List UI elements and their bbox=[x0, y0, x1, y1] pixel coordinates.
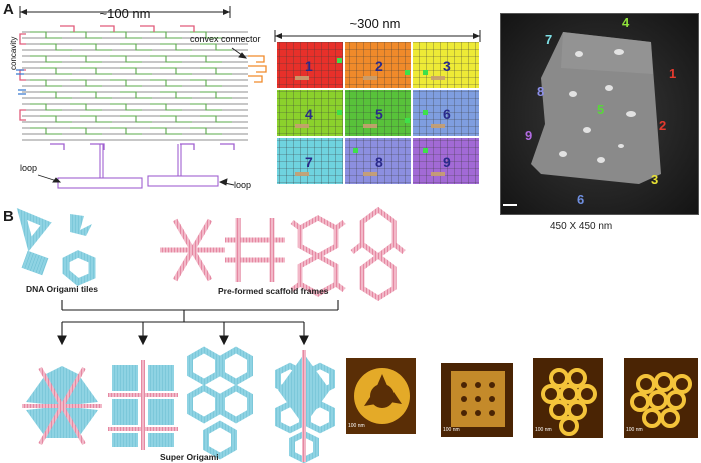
grid-width-label: ~300 nm bbox=[350, 16, 401, 31]
afm-number-3: 3 bbox=[651, 172, 659, 187]
triangle-tile bbox=[16, 208, 52, 252]
afm-thumb-2: 100 nm bbox=[441, 363, 513, 437]
grid-width-arrow bbox=[274, 30, 481, 42]
afm-number-7: 7 bbox=[545, 32, 553, 47]
tile-number-6: 6 bbox=[443, 106, 451, 122]
afm-number-4: 4 bbox=[622, 15, 630, 30]
loop-structures bbox=[57, 144, 219, 189]
tile-grid-figure: ~300 nm 1 2 3 4 bbox=[274, 16, 481, 184]
afm-thumb-1: 100 nm bbox=[346, 358, 416, 434]
afm-number-2: 2 bbox=[659, 118, 667, 133]
afm-thumb-1-scale: 100 nm bbox=[348, 423, 365, 429]
convex-connector-label: convex connector bbox=[190, 34, 261, 44]
afm-number-9: 9 bbox=[525, 128, 533, 143]
loop-label-right: loop bbox=[234, 180, 252, 190]
afm-texture bbox=[501, 14, 698, 214]
dna-origami-tiles-label: DNA Origami tiles bbox=[26, 284, 98, 294]
afm-thumb-3-scale: 100 nm bbox=[535, 427, 552, 433]
afm-scale-label: 450 X 450 nm bbox=[550, 221, 613, 232]
assembly-tree-arrows bbox=[57, 300, 339, 346]
scaffold-frames bbox=[160, 206, 406, 301]
afm-thumb-1-image bbox=[354, 368, 410, 424]
afm-thumb-2-image bbox=[451, 371, 505, 427]
assembly-hexagon-cluster bbox=[187, 346, 253, 460]
tile-number-1: 1 bbox=[305, 58, 313, 74]
concavity-label: concavity bbox=[9, 36, 18, 70]
afm-thumb-3-image bbox=[541, 368, 597, 436]
connector-dots bbox=[337, 58, 428, 153]
frame-asterisk bbox=[160, 218, 225, 282]
afm-number-8: 8 bbox=[537, 84, 545, 99]
afm-thumb-4-image bbox=[630, 372, 692, 428]
tile-number-2: 2 bbox=[375, 58, 383, 74]
frame-lattice bbox=[225, 218, 285, 282]
star-tile bbox=[70, 214, 92, 236]
afm-number-1: 1 bbox=[669, 66, 677, 81]
panel-a-letter: A bbox=[3, 1, 14, 18]
frame-diamond-hex bbox=[350, 206, 406, 301]
tile-number-9: 9 bbox=[443, 154, 451, 170]
width-arrow bbox=[19, 6, 231, 18]
tile-number-5: 5 bbox=[375, 106, 383, 122]
origami-strand-schematic: ~100 nm bbox=[16, 6, 267, 189]
assembly-diamond-hex bbox=[275, 350, 335, 463]
hexagon-tile bbox=[62, 250, 96, 287]
tile-number-3: 3 bbox=[443, 58, 451, 74]
panel-b-letter: B bbox=[3, 208, 14, 225]
strand-rows bbox=[16, 25, 267, 150]
tile-number-4: 4 bbox=[305, 106, 313, 122]
tile-number-7: 7 bbox=[305, 154, 313, 170]
square-tile bbox=[21, 250, 49, 276]
annotation-arrows bbox=[37, 47, 248, 186]
assembly-triangle-star bbox=[22, 366, 102, 446]
dna-origami-tiles bbox=[16, 208, 96, 287]
afm-image-a: 4 1 7 8 5 2 9 3 6 bbox=[500, 13, 699, 215]
frame-hexagons bbox=[290, 215, 346, 297]
afm-thumb-4-scale: 100 nm bbox=[626, 427, 643, 433]
super-origami-label: Super Origami bbox=[160, 452, 219, 462]
afm-thumb-3: 100 nm bbox=[533, 358, 603, 438]
afm-number-6: 6 bbox=[577, 192, 585, 207]
tile-markers bbox=[295, 76, 445, 176]
afm-bright-spots bbox=[559, 49, 636, 163]
tile-numbers: 1 2 3 4 5 6 7 8 9 bbox=[305, 58, 451, 170]
afm-number-5: 5 bbox=[597, 102, 605, 117]
super-origami-assemblies bbox=[22, 346, 335, 463]
loop-label-left: loop bbox=[20, 163, 38, 173]
tiles bbox=[277, 42, 479, 184]
scaffold-frames-label: Pre-formed scaffold frames bbox=[218, 286, 329, 296]
width-label: ~100 nm bbox=[100, 6, 151, 21]
afm-thumb-2-scale: 100 nm bbox=[443, 427, 460, 433]
tile-number-8: 8 bbox=[375, 154, 383, 170]
assembly-square-lattice bbox=[108, 360, 178, 450]
afm-thumb-4: 100 nm bbox=[624, 358, 698, 438]
super-origami-diagram: DNA Origami tiles Pre-formed scaffold fr… bbox=[16, 206, 406, 463]
